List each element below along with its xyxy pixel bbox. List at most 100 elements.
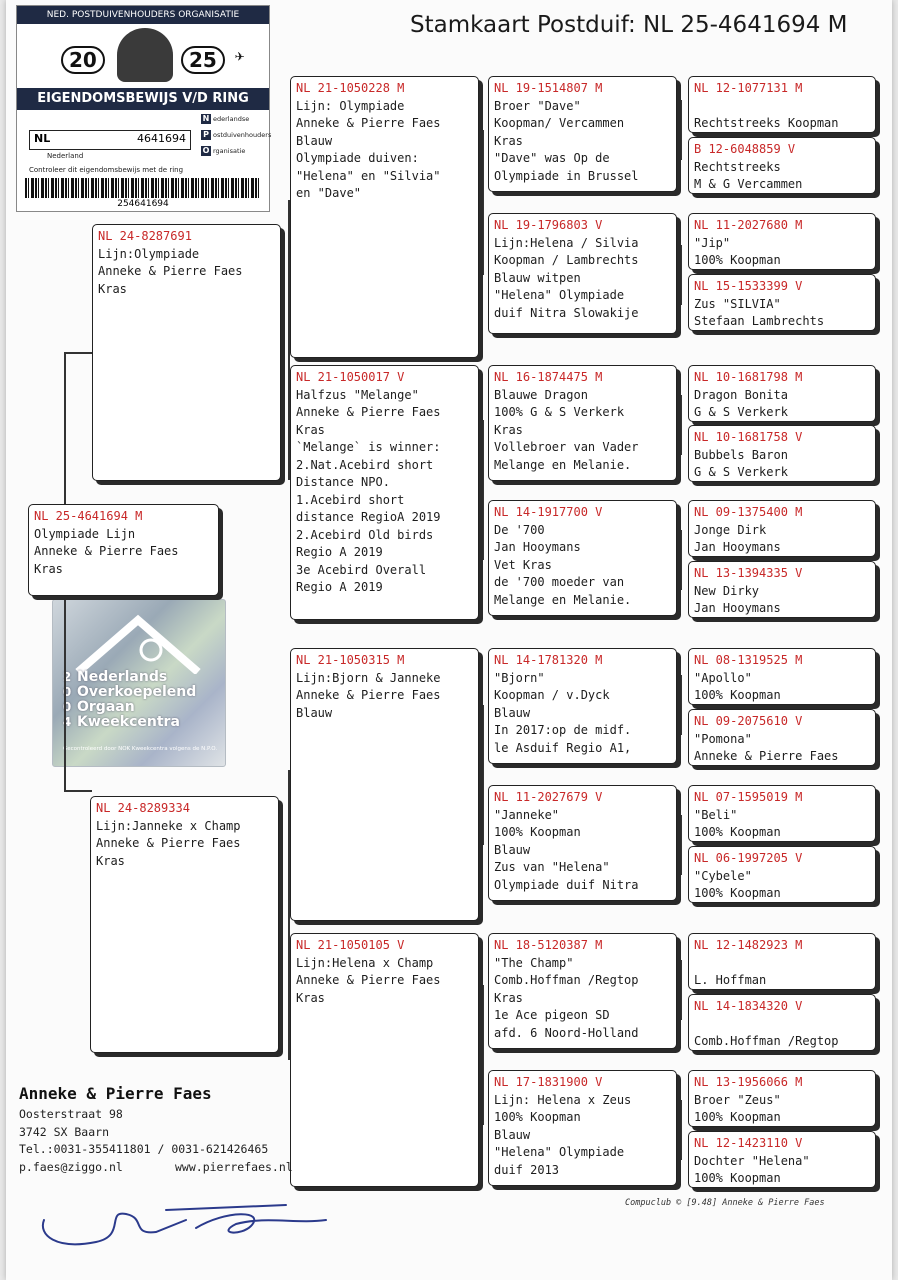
pedigree-card-g13: NL 12-1482923 M L. Hoffman xyxy=(688,933,876,990)
card-line: 3e Acebird Overall xyxy=(296,562,427,577)
page-title: Stamkaart Postduif: NL 25-4641694 M xyxy=(410,12,848,38)
pedigree-card-dds: NL 18-5120387 M"The Champ"Comb.Hoffman /… xyxy=(488,933,677,1049)
card-line: G & S Verkerk xyxy=(694,465,788,479)
card-line: Anneke & Pierre Faes xyxy=(98,264,243,278)
card-line: Vet Kras xyxy=(494,557,552,572)
house-logo-icon xyxy=(75,614,201,674)
card-line: 100% Koopman xyxy=(694,886,781,900)
certificate-nederland: Nederland xyxy=(47,152,84,160)
owner-email[interactable]: p.faes@ziggo.nl xyxy=(19,1159,123,1174)
card-line: New Dirky xyxy=(694,583,760,598)
card-line: "Helena" Olympiade xyxy=(494,1145,625,1159)
card-line: Anneke & Pierre Faes xyxy=(296,973,441,987)
card-line: Koopman / Lambrechts xyxy=(494,253,639,267)
ring-number: NL 21-1050315 M xyxy=(296,653,405,667)
connector-dds xyxy=(680,960,682,1020)
card-line: Olympiade in Brussel xyxy=(494,168,639,183)
ring-number: B 12-6048859 V xyxy=(694,142,796,156)
connector-ssd xyxy=(680,245,682,305)
certificate-control-note: Controleer dit eigendomsbewijs met de ri… xyxy=(29,166,184,174)
ring-number: NL 09-1375400 M xyxy=(694,505,803,519)
ring-number: NL 14-1834320 V xyxy=(694,999,803,1013)
pedigree-card-g9: NL 08-1319525 M "Apollo" 100% Koopman xyxy=(688,648,876,705)
card-line: Comb.Hoffman /Regtop xyxy=(494,973,639,987)
card-line: Regio A 2019 xyxy=(296,545,383,559)
ring-number: NL 16-1874475 M xyxy=(494,370,603,384)
pedigree-sheet: Stamkaart Postduif: NL 25-4641694 M NED.… xyxy=(6,0,892,1280)
signature xyxy=(41,1204,327,1246)
card-line: "Janneke" xyxy=(494,807,560,822)
connector-ddd xyxy=(680,1100,682,1160)
certificate-banner: EIGENDOMSBEWIJS V/D RING xyxy=(17,88,269,110)
card-line: Rechtstreeks xyxy=(694,159,781,174)
ring-number: NL 21-1050228 M xyxy=(296,81,405,95)
connector-dsd xyxy=(680,815,682,875)
owner-name: Anneke & Pierre Faes xyxy=(19,1084,212,1103)
card-line: `Melange` is winner: xyxy=(296,440,441,454)
card-line: Dragon Bonita xyxy=(694,387,788,402)
certificate-ring-row: NL 4641694 xyxy=(29,130,191,150)
owner-phone: Tel.:0031-355411801 / 0031-621426465 xyxy=(19,1142,269,1156)
ring-number: NL 07-1595019 M xyxy=(694,790,803,804)
card-line: Kras xyxy=(494,422,523,437)
card-line: "Pomona" xyxy=(694,731,752,746)
card-line: "Beli" xyxy=(694,807,738,822)
card-line: Kras xyxy=(98,281,127,296)
ring-number: NL 12-1077131 M xyxy=(694,81,803,95)
ring-number: NL 24-8287691 xyxy=(98,229,192,243)
connector-subject-bottom xyxy=(64,790,92,792)
card-line: Regio A 2019 xyxy=(296,580,383,594)
card-line: Stefaan Lambrechts xyxy=(694,314,825,328)
pedigree-card-g3: NL 11-2027680 M"Jip"100% Koopman xyxy=(688,213,876,270)
owner-website[interactable]: www.pierrefaes.nl xyxy=(175,1159,293,1174)
card-line: Blauw witpen xyxy=(494,270,581,285)
connector-ss xyxy=(482,130,484,275)
card-line: Distance NPO. xyxy=(296,475,390,489)
ring-number: NL 14-1917700 V xyxy=(494,505,603,519)
card-line: Lijn:Bjorn & Janneke xyxy=(296,670,441,685)
card-line xyxy=(694,98,870,116)
card-line: De '700 xyxy=(494,522,545,537)
card-line: Lijn: Helena x Zeus xyxy=(494,1092,632,1107)
card-line: en "Dave" xyxy=(296,186,362,200)
card-line: Melange en Melanie. xyxy=(494,592,632,607)
connector-sdd xyxy=(680,530,682,590)
card-line: Broer "Dave" xyxy=(494,98,581,113)
ring-number: NL 08-1319525 M xyxy=(694,653,803,667)
card-line: 2.Acebird Old birds xyxy=(296,527,434,542)
connector-sds xyxy=(680,395,682,455)
card-line: Lijn:Helena / Silvia xyxy=(494,235,639,250)
ring-number: NL 17-1831900 V xyxy=(494,1075,603,1089)
card-line: Blauw xyxy=(494,705,531,720)
card-line: Kras xyxy=(34,561,63,576)
card-line: 2.Nat.Acebird short xyxy=(296,457,434,472)
card-line: Blauw xyxy=(296,705,333,720)
card-line: Anneke & Pierre Faes xyxy=(296,688,441,702)
card-line: Lijn: Olympiade xyxy=(296,98,405,113)
card-line: "Bjorn" xyxy=(494,670,545,685)
card-line: Broer "Zeus" xyxy=(694,1092,781,1107)
card-line: afd. 6 Noord-Holland xyxy=(494,1025,639,1040)
card-line: Comb.Hoffman /Regtop xyxy=(694,1034,839,1048)
card-line: 100% Koopman xyxy=(694,688,781,702)
card-line: Anneke & Pierre Faes xyxy=(296,116,441,130)
ring-number: NL 09-2075610 V xyxy=(694,714,803,728)
card-line: Anneke & Pierre Faes xyxy=(34,544,179,558)
card-line: Jan Hooymans xyxy=(694,601,781,615)
card-line: "Apollo" xyxy=(694,670,752,685)
card-line: 1.Acebird short xyxy=(296,492,405,507)
ring-number: NL 19-1514807 M xyxy=(494,81,603,95)
card-line xyxy=(694,1016,870,1034)
